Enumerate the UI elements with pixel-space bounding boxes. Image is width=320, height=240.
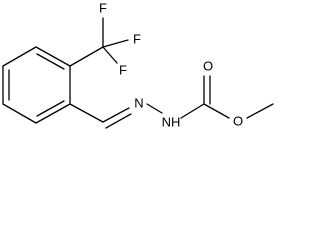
fluorine-bottom-label: F <box>119 62 127 77</box>
fluorine-right-label: F <box>133 31 141 46</box>
trifluoromethyl-group: F F F <box>69 0 141 77</box>
chemical-structure-diagram: F F F N NH O O <box>2 0 274 129</box>
amine-nitrogen-label: NH <box>162 114 181 129</box>
hydrazone-linker: N NH <box>69 95 205 129</box>
imine-nitrogen-label: N <box>134 95 143 110</box>
ester-oxygen-label: O <box>233 113 243 128</box>
carbonyl-oxygen-label: O <box>203 58 213 73</box>
benzene-ring <box>2 46 71 124</box>
fluorine-top-label: F <box>99 0 107 15</box>
carbamate-group: O O <box>203 58 274 128</box>
